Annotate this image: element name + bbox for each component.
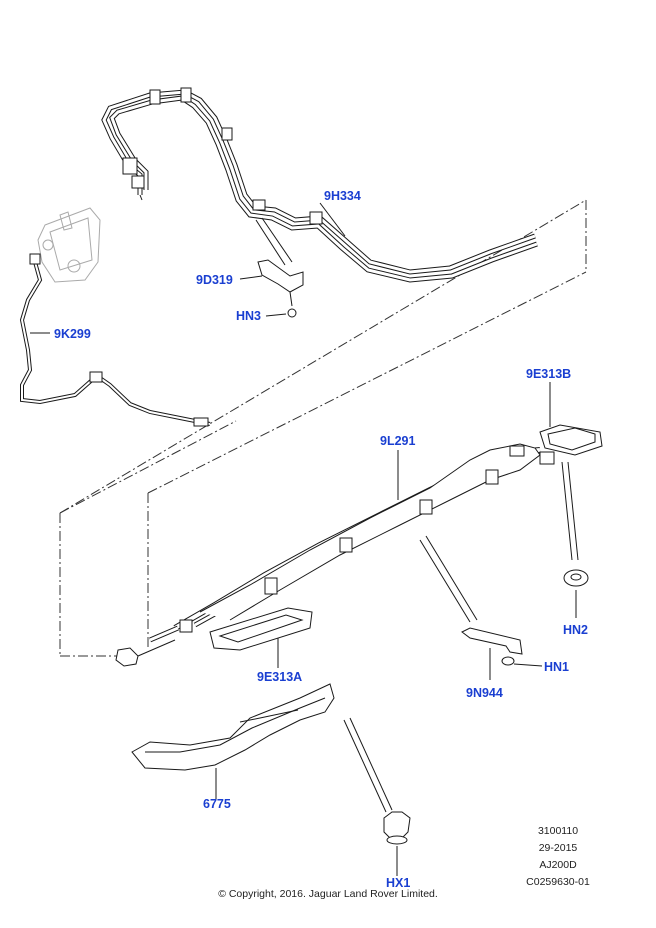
label-9N944[interactable]: 9N944 xyxy=(466,686,503,700)
leader-9N944-a xyxy=(419,539,471,623)
dashdot-boundary xyxy=(59,199,587,657)
bracket-9N944 xyxy=(461,627,523,655)
label-HN3[interactable]: HN3 xyxy=(236,309,262,323)
leader-HN3 xyxy=(265,313,287,317)
label-9D319[interactable]: 9D319 xyxy=(196,273,233,287)
leader-9D319-a xyxy=(255,219,286,266)
ref-code: C0259630-01 xyxy=(526,876,590,888)
label-9E313A[interactable]: 9E313A xyxy=(257,670,303,684)
engine-component xyxy=(37,207,101,283)
label-HN2[interactable]: HN2 xyxy=(563,623,589,637)
leader-9H334 xyxy=(319,202,346,237)
ref-model: AJ200D xyxy=(539,859,577,871)
bracket-9D319 xyxy=(257,259,304,293)
label-9H334[interactable]: 9H334 xyxy=(324,189,361,203)
label-6775[interactable]: 6775 xyxy=(203,797,231,811)
ref-date: 29-2015 xyxy=(538,842,578,854)
leader-9D319 xyxy=(239,275,263,280)
label-HN1[interactable]: HN1 xyxy=(544,660,570,674)
label-9K299[interactable]: 9K299 xyxy=(54,327,91,341)
leader-HN2-a xyxy=(561,461,573,561)
nut-HN1 xyxy=(501,656,515,666)
leader-9D319-b xyxy=(261,217,293,263)
leader-HX1-a xyxy=(343,719,387,813)
leader-HX1-b xyxy=(349,717,393,811)
leader-HN2-b xyxy=(567,461,579,561)
label-HX1[interactable]: HX1 xyxy=(386,876,411,890)
nut-HN2 xyxy=(563,569,589,587)
shield-6775 xyxy=(131,683,335,771)
label-9E313B[interactable]: 9E313B xyxy=(526,367,572,381)
bolt-HN3 xyxy=(287,308,297,318)
pipe-bundle-9L291 xyxy=(115,443,555,667)
ref-number: 3100110 xyxy=(537,825,579,837)
clip-9E313A xyxy=(209,607,313,651)
pipe-assembly-9H334 xyxy=(101,87,538,283)
label-9L291[interactable]: 9L291 xyxy=(380,434,416,448)
copyright-text: © Copyright, 2016. Jaguar Land Rover Lim… xyxy=(218,888,438,900)
leader-9N944-b xyxy=(425,535,478,621)
clip-HX1 xyxy=(383,811,411,841)
leader-HN1 xyxy=(513,663,543,667)
pipe-9K299 xyxy=(19,253,211,427)
